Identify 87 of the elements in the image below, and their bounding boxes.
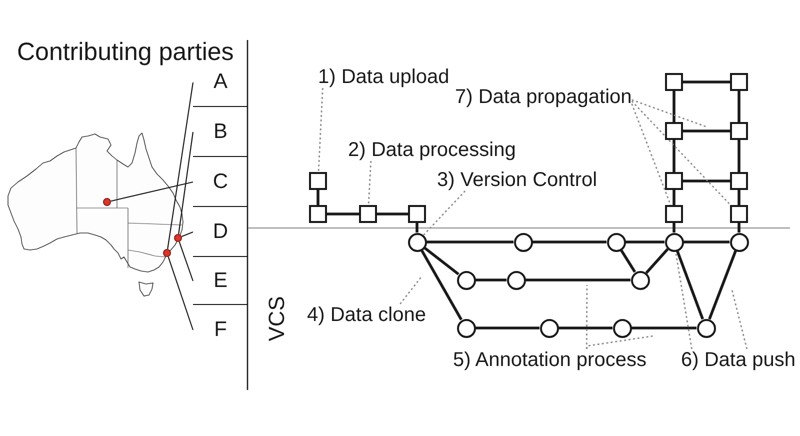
circle-node	[612, 318, 632, 338]
circle-node	[456, 318, 476, 338]
square-node	[665, 73, 683, 91]
square-node	[730, 73, 748, 91]
square-node	[359, 205, 377, 223]
connector-line	[683, 130, 730, 132]
circle-node	[514, 232, 532, 252]
connector-line	[738, 140, 740, 172]
connector-line	[672, 91, 676, 122]
connector-line	[672, 190, 676, 205]
circle-node	[630, 270, 650, 290]
circle-node	[730, 232, 748, 252]
leader-line	[674, 251, 692, 350]
party-letter: F	[214, 318, 227, 342]
connector-line	[532, 240, 606, 244]
leader-line	[178, 242, 194, 282]
connector-line	[708, 250, 737, 320]
square-node	[730, 172, 748, 190]
leader-line	[400, 276, 423, 304]
connector-line	[672, 140, 676, 172]
square-node	[730, 122, 748, 140]
leader-line	[423, 190, 466, 236]
leader-line	[368, 160, 372, 206]
circle-node	[664, 232, 684, 252]
step-label: 5) Annotation process	[453, 349, 646, 371]
party-letter: E	[213, 268, 228, 292]
step-label: 2) Data processing	[348, 139, 516, 161]
step-label: 7) Data propagation	[455, 86, 632, 108]
step-label: 6) Data push	[681, 349, 796, 371]
connector-line	[424, 246, 460, 276]
connector-line	[683, 180, 730, 182]
leader-line	[586, 285, 588, 349]
leader-line	[586, 335, 654, 350]
connector-line	[476, 326, 540, 330]
connector-line	[327, 212, 359, 216]
connector-line	[738, 91, 740, 122]
step-label: 1) Data upload	[318, 66, 450, 88]
leader-line	[167, 82, 194, 250]
connector-line	[476, 278, 506, 282]
connector-line	[526, 278, 630, 282]
step-label: 4) Data clone	[307, 304, 426, 326]
leader-line	[631, 100, 731, 206]
leader-line	[632, 99, 708, 128]
square-node	[665, 172, 683, 190]
leader-line	[168, 256, 194, 330]
connector-line	[672, 223, 676, 232]
party-letter: D	[212, 220, 228, 244]
connector-line	[558, 326, 612, 330]
circle-node	[456, 270, 476, 290]
circle-node	[408, 232, 426, 252]
connector-line	[626, 240, 664, 244]
circle-node	[506, 270, 526, 290]
party-letter: C	[212, 170, 228, 194]
connector-line	[683, 80, 730, 84]
band-label: VCS	[264, 296, 290, 342]
leader-line	[318, 88, 324, 172]
square-node	[665, 205, 683, 223]
location-dot-icon	[174, 234, 182, 242]
square-node	[408, 205, 426, 223]
leader-line	[631, 104, 672, 206]
connector-line	[738, 223, 740, 232]
square-node	[730, 205, 748, 223]
leader-line	[110, 181, 194, 202]
party-letter: A	[213, 70, 228, 94]
connector-line	[738, 190, 740, 205]
step-label: 3) Version Control	[437, 169, 598, 191]
party-letter: B	[213, 120, 228, 144]
panel-heading: Contributing parties	[17, 38, 234, 67]
connector-line	[316, 190, 320, 205]
connector-line	[645, 248, 669, 274]
square-node	[309, 172, 327, 190]
connector-line	[420, 250, 463, 320]
connector-line	[377, 212, 408, 216]
square-node	[665, 122, 683, 140]
connector-line	[684, 240, 730, 244]
circle-node	[606, 232, 626, 252]
square-node	[309, 205, 327, 223]
connector-line	[416, 223, 418, 232]
connector-line	[426, 240, 514, 244]
circle-node	[696, 318, 716, 338]
leader-line	[182, 231, 194, 238]
connector-line	[632, 326, 696, 330]
leader-line	[731, 290, 748, 350]
connector-line	[620, 249, 636, 273]
leader-line	[178, 132, 194, 234]
circle-node	[540, 318, 558, 338]
connector-line	[676, 250, 704, 320]
